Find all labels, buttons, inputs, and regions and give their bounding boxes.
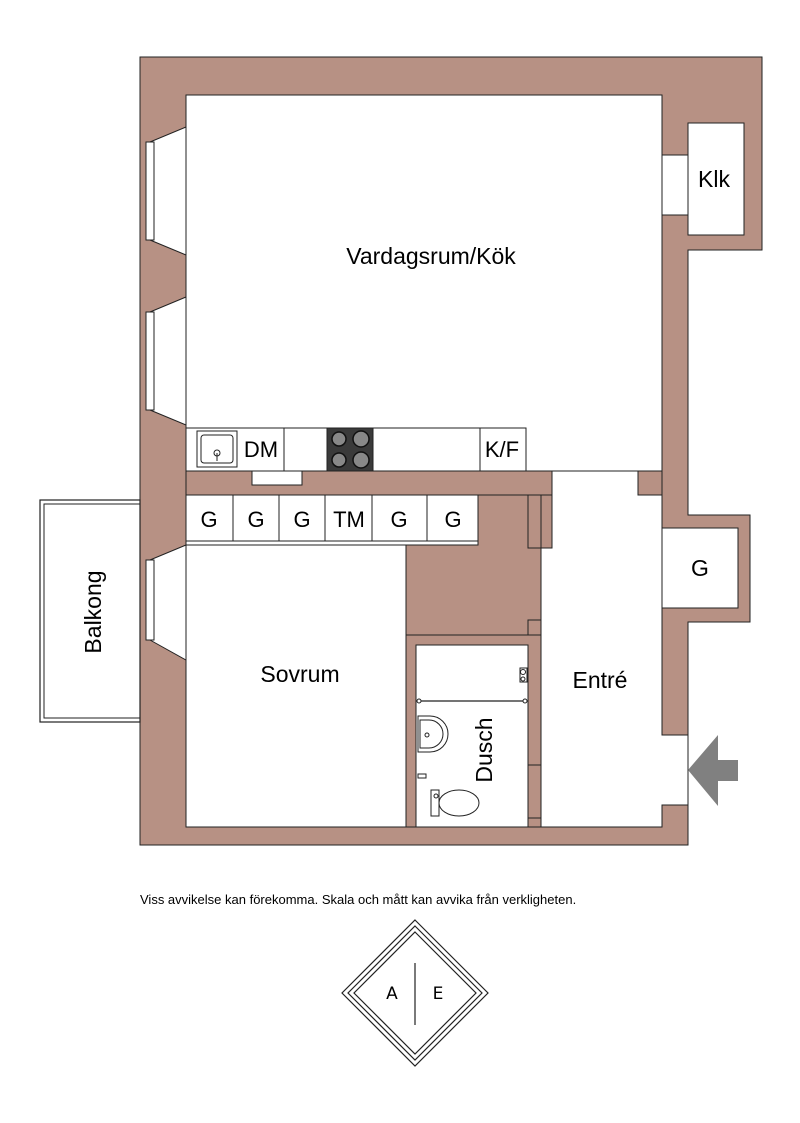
shower-drain-stub	[417, 773, 427, 779]
shower-head-icon	[519, 667, 528, 683]
logo-letter-left: A	[386, 984, 398, 1004]
window-2	[145, 311, 155, 411]
washbasin-icon	[417, 715, 449, 753]
agency-logo: A E	[341, 919, 489, 1067]
room-label-bedroom: Sovrum	[260, 661, 339, 687]
floor-closet-link	[661, 154, 689, 216]
wardrobe-label: TM	[333, 507, 365, 532]
wall-bathroom-bottom	[527, 817, 542, 828]
wardrobe-label: G	[390, 507, 407, 532]
room-label-entrance: Entré	[573, 667, 628, 693]
stove-icon	[326, 427, 374, 472]
kitchen-label-fridge-freezer: K/F	[485, 437, 519, 462]
kitchen-label-dishwasher: DM	[244, 437, 278, 462]
shower-rail-end	[522, 698, 528, 704]
wall-kitchen-bedroom	[185, 470, 553, 496]
room-label-balcony: Balkong	[80, 570, 106, 653]
wardrobe-row	[185, 494, 479, 542]
wall-bathroom	[405, 634, 542, 828]
room-label-closet: Klk	[698, 166, 730, 192]
wall-entrance-stub	[637, 470, 663, 496]
wardrobe-label: G	[247, 507, 264, 532]
shower-rail-end	[416, 698, 422, 704]
room-label-living-kitchen: Vardagsrum/Kök	[346, 243, 516, 269]
window-recess-1	[149, 126, 187, 256]
wall-stub-right	[527, 494, 542, 549]
balcony-inner-outline	[43, 503, 141, 719]
balcony-outline	[39, 499, 141, 723]
floor-bedroom	[185, 544, 407, 828]
wardrobe-label: G	[200, 507, 217, 532]
window-1	[145, 141, 155, 241]
floor-closet	[687, 122, 745, 236]
toilet-icon	[430, 789, 480, 817]
entry-arrow-icon	[688, 735, 738, 806]
wardrobe-label: G	[293, 507, 310, 532]
floor-wardrobe-hall	[661, 527, 739, 609]
sink-icon	[196, 430, 238, 468]
floor-living-kitchen	[185, 94, 663, 472]
wall-bathroom-stub	[527, 619, 542, 636]
wardrobe-label: G	[444, 507, 461, 532]
logo-letter-right: E	[433, 984, 444, 1004]
window-recess-3	[149, 544, 187, 661]
window-recess-2	[149, 296, 187, 426]
counter-extension	[251, 470, 303, 486]
room-label-wardrobe-hall: G	[691, 555, 709, 581]
room-label-shower: Dusch	[471, 717, 497, 782]
disclaimer-text: Viss avvikelse kan förekomma. Skala och …	[140, 892, 576, 907]
window-3	[145, 559, 155, 641]
